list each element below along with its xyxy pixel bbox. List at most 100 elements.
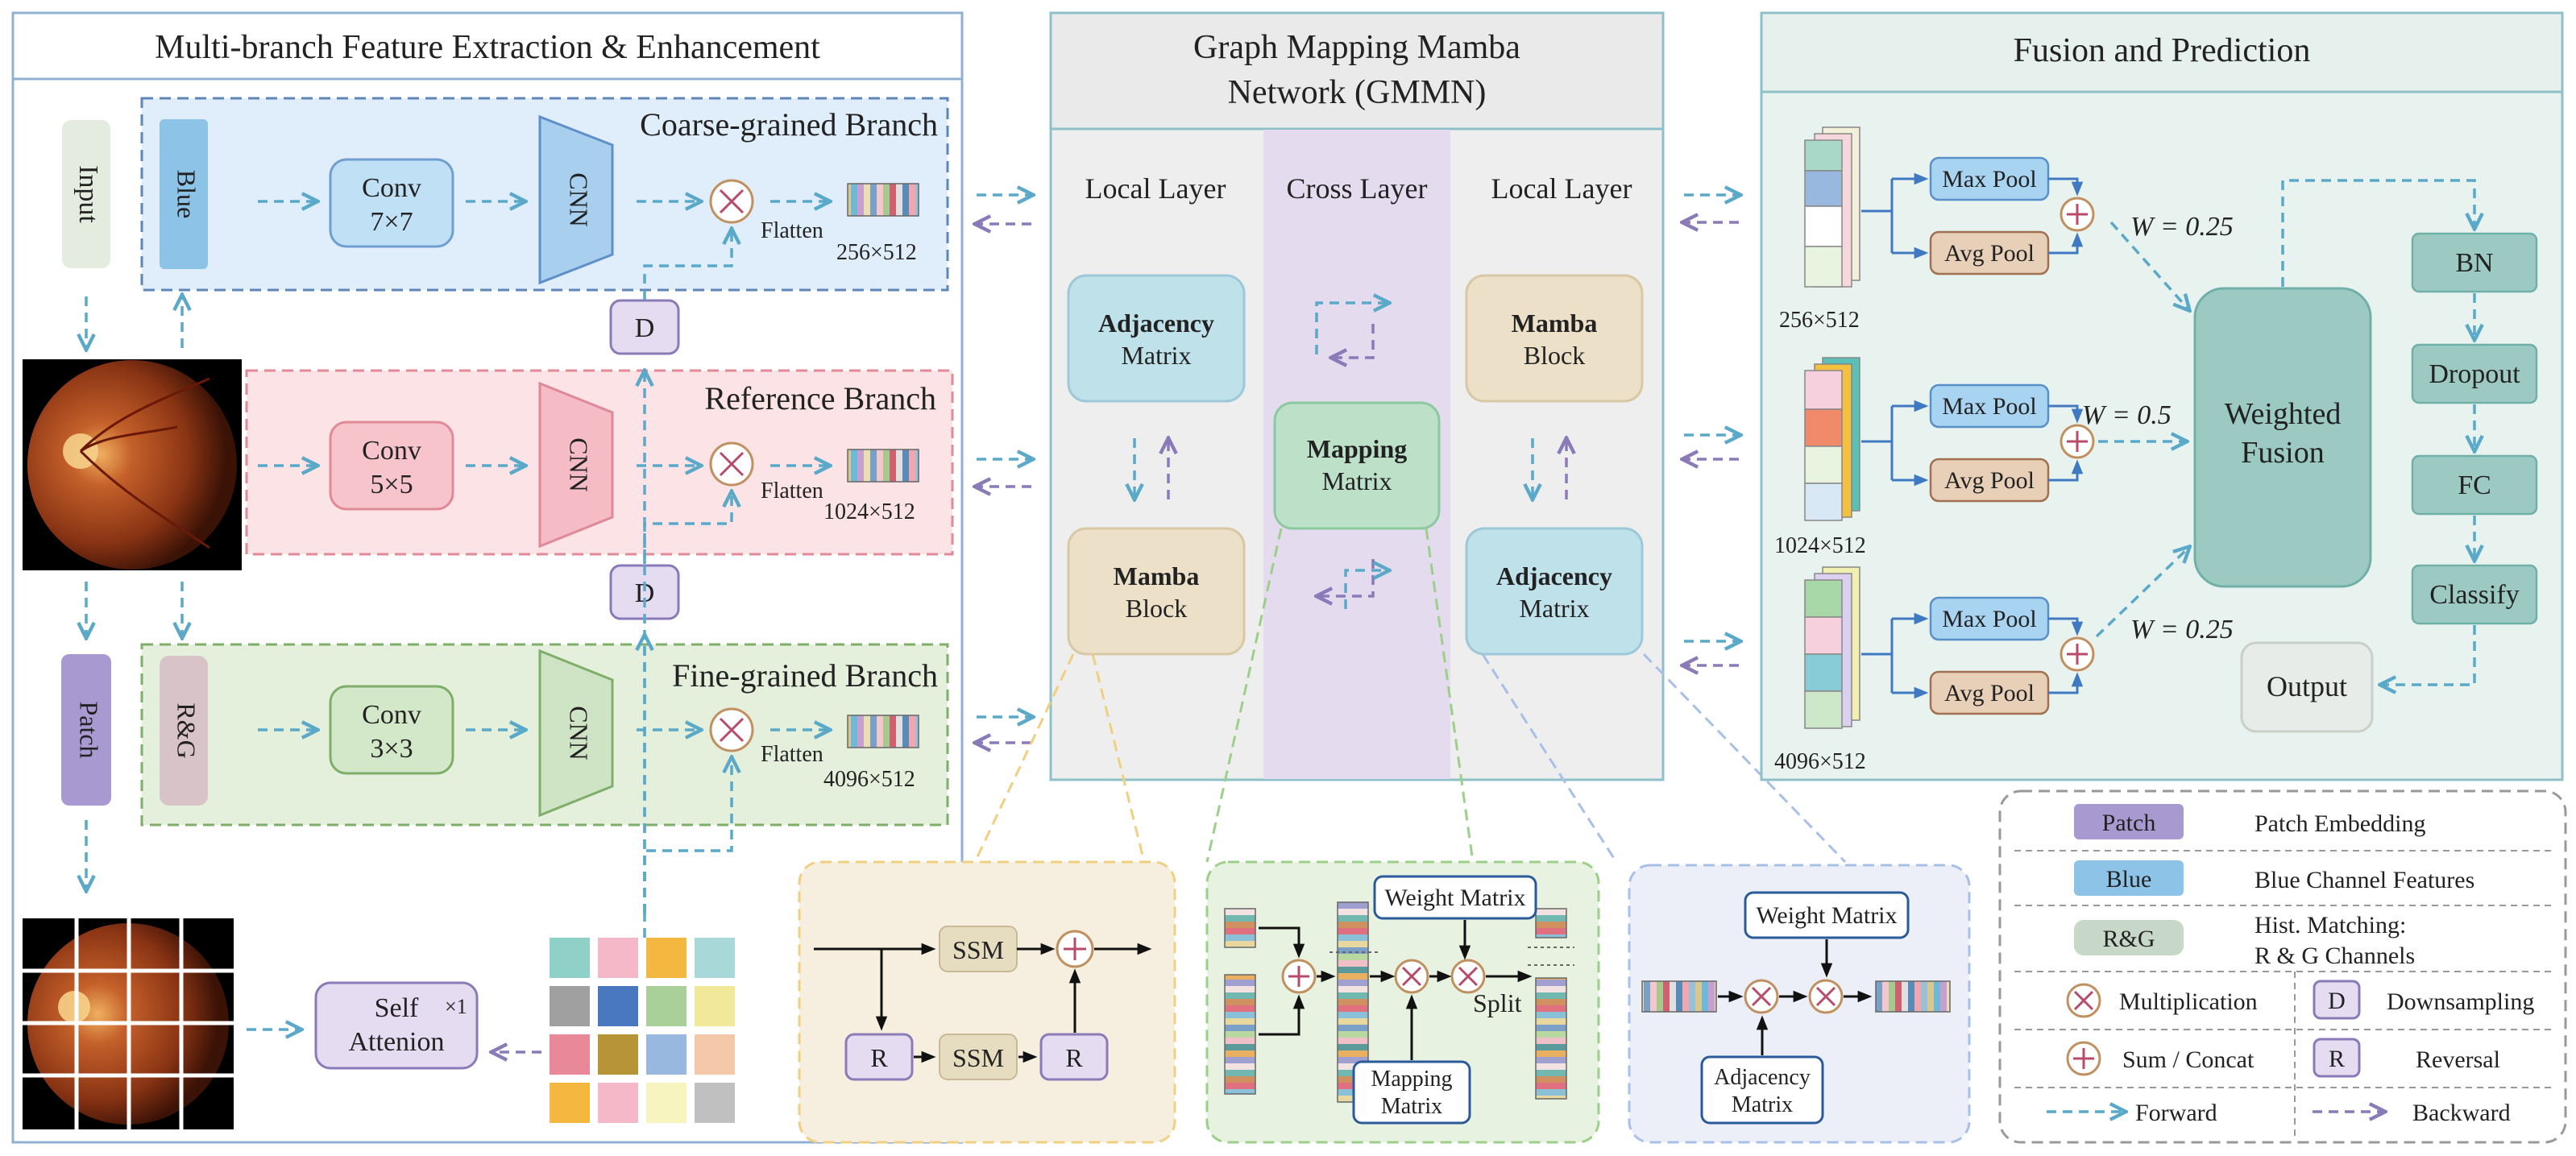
mamba-block-box-2	[1465, 274, 1644, 403]
weighted-fusion-line1: Weighted	[2225, 397, 2342, 431]
legend-down-key: D	[2328, 988, 2346, 1014]
mapping-matrix-line1: Mapping	[1371, 1067, 1452, 1092]
dropout-label: Dropout	[2429, 359, 2520, 389]
forward-arrows-left	[86, 201, 828, 1030]
feature-stack-icon	[1224, 908, 1256, 948]
avg-pool-label-3: Avg Pool	[1944, 680, 2035, 706]
legend-patch-swatch	[2074, 804, 2184, 839]
multiply-icon	[1401, 966, 1422, 987]
gmmn-panel: Graph Mapping Mamba Network (GMMN) Local…	[1049, 11, 1665, 781]
reversal-box-2	[1039, 1033, 1109, 1081]
conv5-word: Conv	[362, 436, 421, 466]
weight-1: W = 0.25	[2130, 212, 2234, 242]
sum-icon	[2067, 204, 2088, 225]
left-panel: Multi-branch Feature Extraction & Enhanc…	[11, 11, 964, 1144]
weight-matrix-box-2	[1744, 891, 1910, 939]
adjacency-bold-1: Adjacency	[1098, 309, 1214, 338]
legend-sum-icon	[2073, 1048, 2094, 1069]
fc-box	[2411, 454, 2538, 516]
max-pool-label-2: Max Pool	[1942, 393, 2037, 420]
output-label: Output	[2267, 670, 2347, 702]
conv7-word: Conv	[362, 173, 421, 203]
fusion-size-4096: 4096×512	[1774, 749, 1866, 774]
mapping-matrix-small-box	[1352, 1060, 1471, 1125]
legend-mult-desc: Multiplication	[2119, 988, 2258, 1015]
fine-size: 4096×512	[823, 767, 915, 792]
sum-icon	[2067, 644, 2088, 665]
avg-pool-label-2: Avg Pool	[1944, 467, 2035, 494]
matrix-label-2: Matrix	[1321, 466, 1392, 495]
feature-bar-icon	[847, 449, 919, 483]
fc-label: FC	[2458, 470, 2491, 500]
ssm-box-2	[939, 1034, 1018, 1080]
adjacency-detail-box: Weight Matrix Adjacency Matrix	[1628, 864, 1971, 1144]
legend-backward: Backward	[2412, 1100, 2511, 1126]
flatten-label-3: Flatten	[761, 742, 823, 767]
flatten-label-2: Flatten	[761, 479, 823, 503]
legend-blue-swatch	[2074, 860, 2184, 896]
legend-rg-desc-line1: Hist. Matching:	[2255, 912, 2406, 938]
fine-branch-title: Fine-grained Branch	[672, 657, 938, 694]
multiply-icon	[719, 189, 745, 214]
fusion-forward-arrows	[2095, 179, 2474, 685]
legend-down-desc: Downsampling	[2387, 988, 2534, 1015]
adjacency-matrix-line1: Adjacency	[1714, 1065, 1811, 1090]
feature-bar-icon	[1875, 980, 1951, 1013]
legend-down-box	[2313, 980, 2361, 1020]
pool-group-1: Max Pool Avg Pool	[1929, 156, 2095, 276]
legend-patch-key: Patch	[2102, 810, 2156, 836]
flatten-label-1: Flatten	[761, 218, 823, 243]
vessel-icon	[79, 377, 210, 549]
legend-blue-desc: Blue Channel Features	[2255, 867, 2474, 893]
legend-sum-desc: Sum / Concat	[2122, 1046, 2255, 1073]
blue-channel-box	[160, 119, 208, 269]
mamba-block-box-1	[1067, 527, 1246, 656]
cross-layer-label: Cross Layer	[1287, 172, 1428, 205]
self-attention-line2: Attenion	[349, 1027, 445, 1057]
cnn-coarse	[538, 114, 614, 285]
coarse-size: 256×512	[836, 240, 917, 265]
adjacency-flow-arrows	[1718, 939, 1873, 1055]
adjacency-matrix-small-box	[1700, 1055, 1824, 1125]
legend-forward: Forward	[2135, 1100, 2217, 1126]
sum-icon	[1288, 966, 1309, 987]
matrix-label-1: Matrix	[1121, 341, 1191, 370]
left-panel-title: Multi-branch Feature Extraction & Enhanc…	[155, 29, 820, 66]
classify-label: Classify	[2429, 580, 2519, 610]
ssm-detail-box: SSM SSM R R	[798, 860, 1176, 1144]
coarse-branch-title: Coarse-grained Branch	[640, 106, 938, 143]
legend: Patch Patch Embedding Blue Blue Channel …	[1998, 789, 2567, 1144]
fundus-image	[27, 360, 237, 570]
reference-branch-title: Reference Branch	[704, 380, 936, 416]
pool-group-2: Max Pool Avg Pool	[1929, 383, 2095, 503]
legend-rg-key: R&G	[2102, 926, 2155, 952]
weight-matrix-box-1	[1373, 875, 1537, 920]
patch-grid-icon	[23, 918, 234, 1129]
feature-bar-icon	[1641, 980, 1717, 1013]
gmmn-title-line1: Graph Mapping Mamba	[1193, 29, 1520, 66]
feature-stack-4096	[1804, 566, 1860, 729]
multiply-icon	[1751, 986, 1772, 1007]
rg-channel-box	[160, 656, 208, 806]
cnn-fine	[538, 648, 614, 818]
sum-icon	[2067, 431, 2088, 452]
cnn-fine-label: CNN	[565, 706, 594, 760]
feature-bar-icon	[847, 183, 919, 217]
local-layer-label-2: Local Layer	[1491, 172, 1632, 205]
legend-rg-swatch	[2074, 920, 2184, 955]
max-pool-label-3: Max Pool	[1942, 606, 2037, 632]
zoom-lines	[973, 528, 1847, 864]
weight-2: W = 0.5	[2082, 400, 2172, 430]
conv5-size: 5×5	[370, 470, 413, 499]
output-box	[2240, 641, 2374, 733]
mamba-bold-2: Mamba	[1512, 309, 1598, 338]
conv3-size: 3×3	[370, 734, 413, 764]
patch-label: Patch	[75, 701, 104, 758]
self-attention-mult: ×1	[445, 995, 467, 1018]
legend-patch-desc: Patch Embedding	[2255, 810, 2425, 837]
blue-label: Blue	[172, 170, 201, 218]
mamba-bold-1: Mamba	[1114, 561, 1200, 590]
reference-size: 1024×512	[823, 499, 915, 524]
input-pill	[60, 118, 112, 270]
